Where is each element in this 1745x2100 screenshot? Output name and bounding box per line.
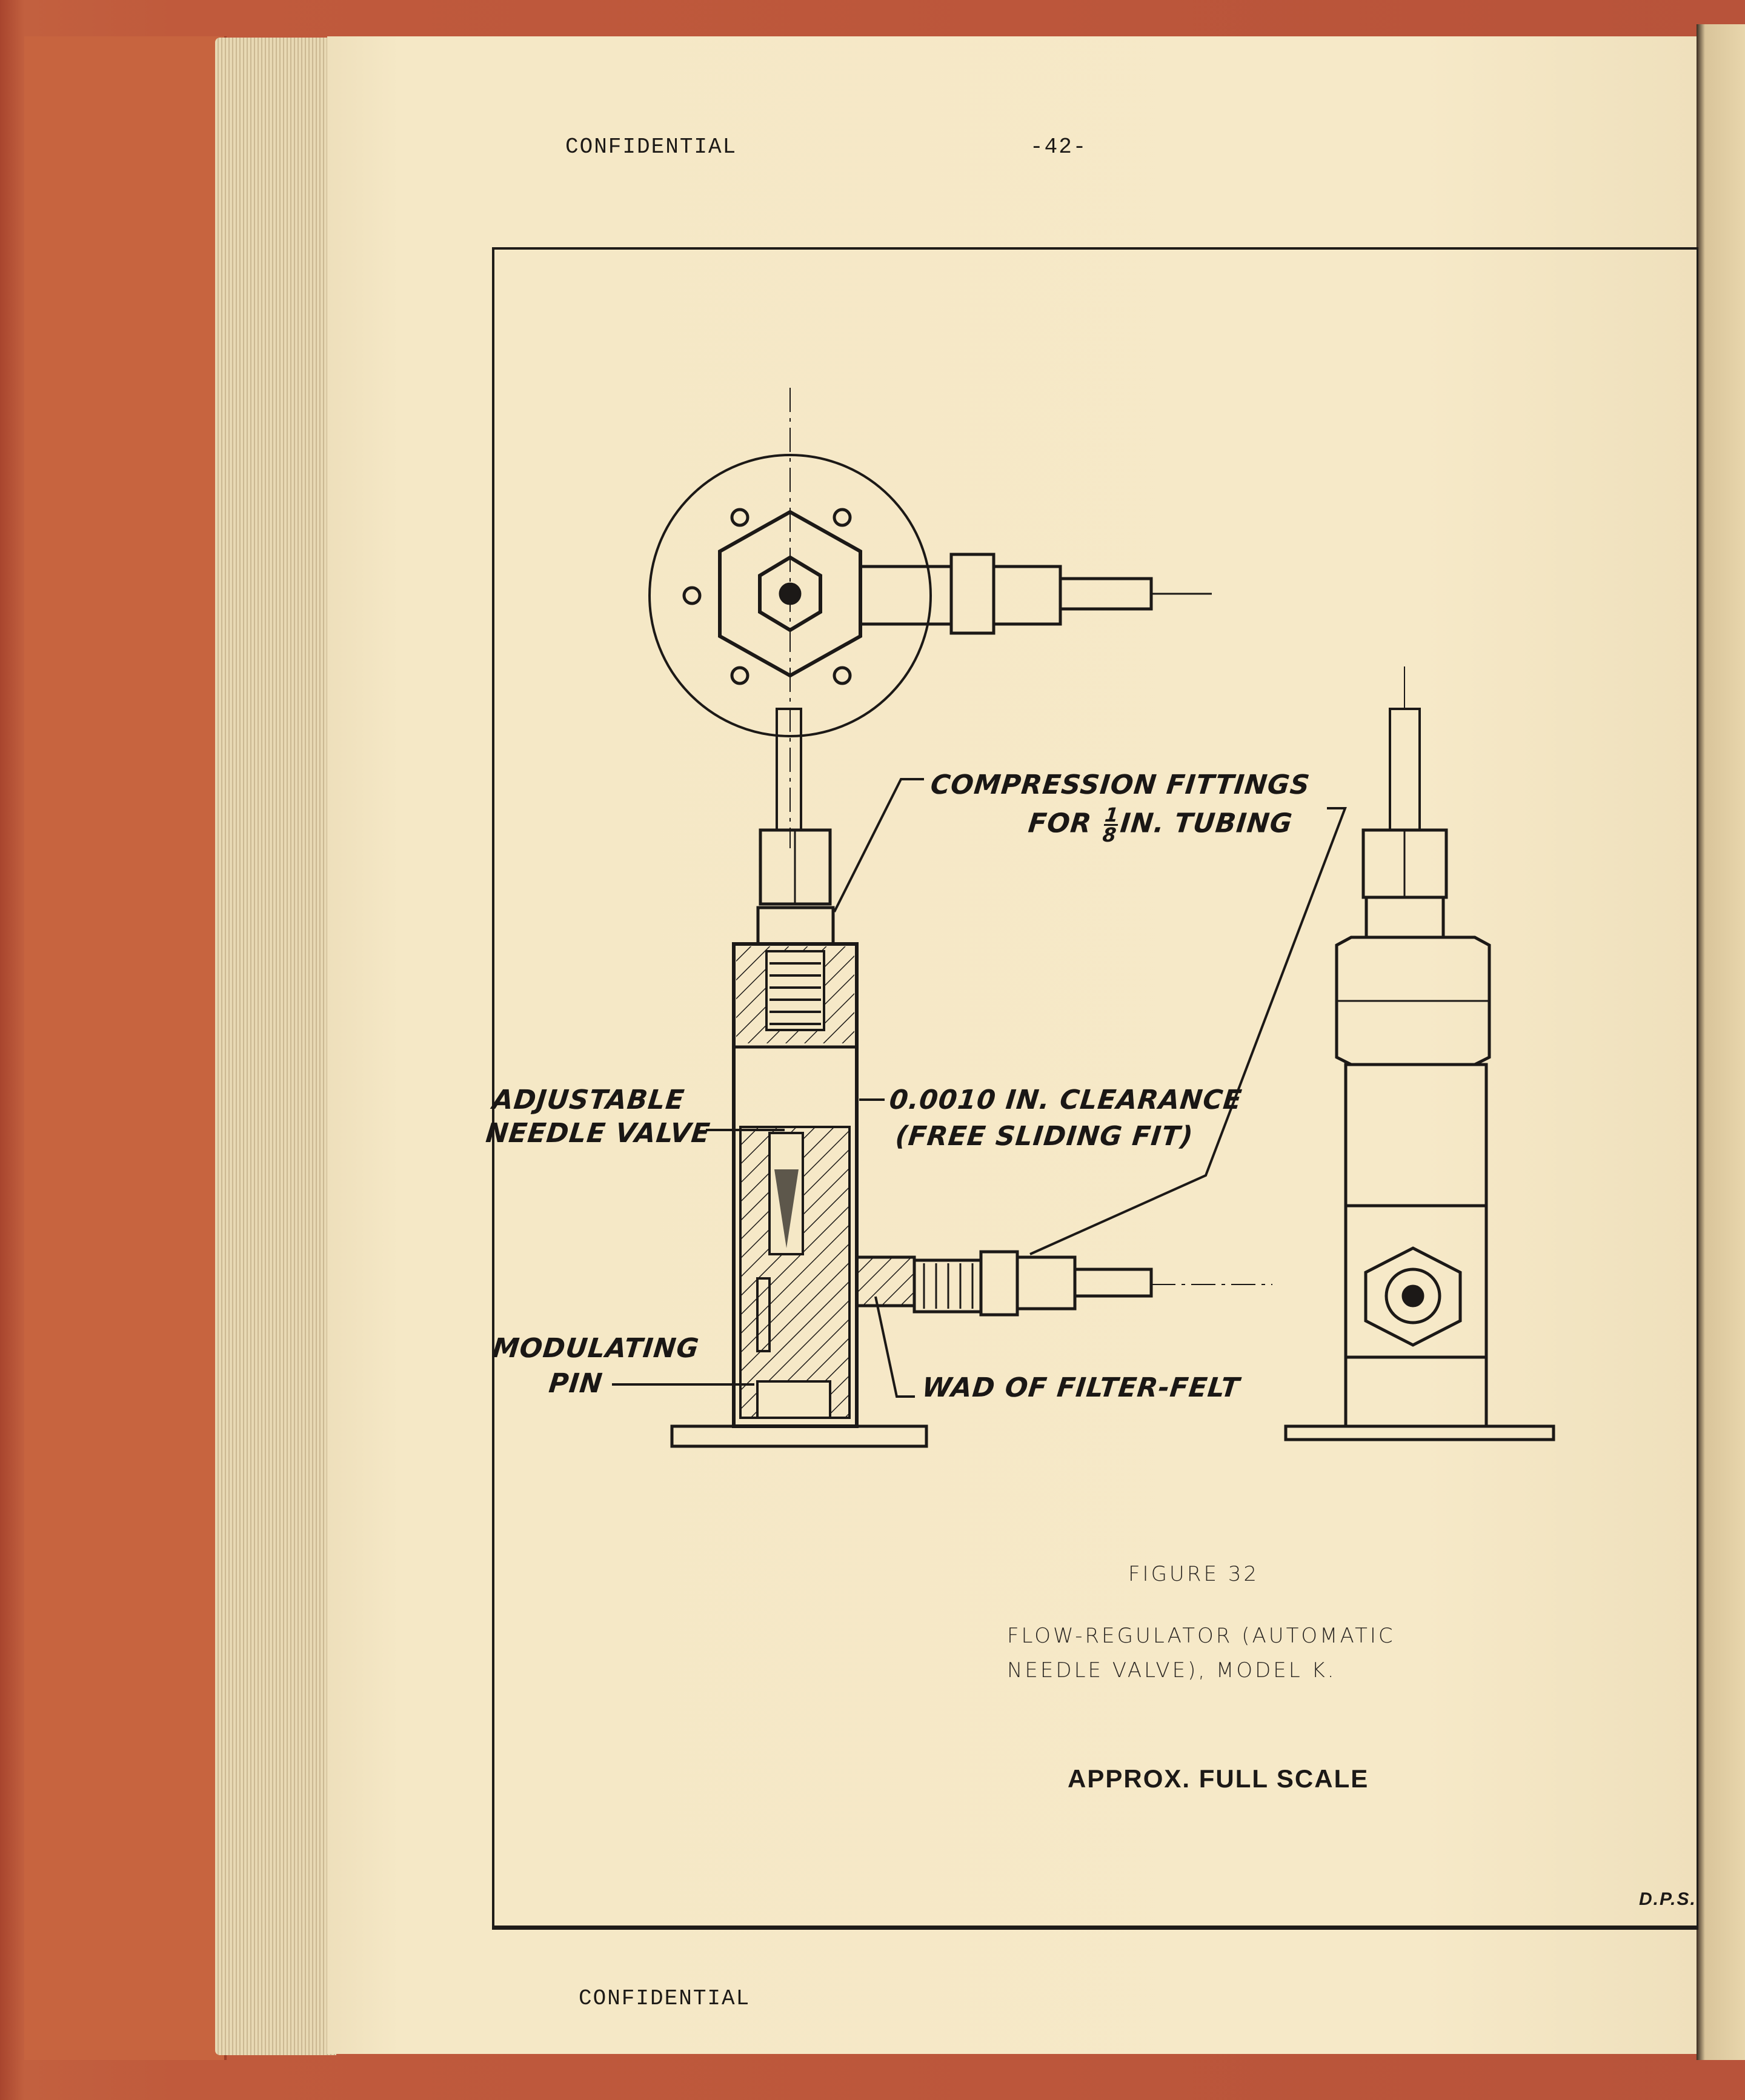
fraction-denominator: 8	[1101, 823, 1118, 846]
figure-frame	[492, 247, 1698, 1930]
label-needle-valve: NEEDLE VALVE	[484, 1118, 712, 1149]
elevation-view	[1284, 666, 1555, 1441]
section-view	[670, 708, 1272, 1448]
leader-lines	[612, 778, 1347, 1398]
document-page	[327, 36, 1697, 2054]
figure-caption-line1: FLOW-REGULATOR (AUTOMATIC	[1007, 1624, 1395, 1648]
scale-note: APPROX. FULL SCALE	[1068, 1764, 1369, 1793]
label-filter-felt: WAD OF FILTER-FELT	[920, 1372, 1241, 1403]
label-compression-fittings: COMPRESSION FITTINGS	[929, 769, 1312, 800]
label-clearance: 0.0010 IN. CLEARANCE	[888, 1085, 1244, 1115]
top-view	[648, 388, 1212, 848]
footer-classification: CONFIDENTIAL	[579, 1986, 751, 2011]
label-in-tubing: IN. TUBING	[1118, 808, 1294, 839]
page-number: -42-	[1030, 135, 1088, 159]
figure-number: FIGURE 32	[1128, 1562, 1259, 1586]
label-modulating: MODULATING	[491, 1333, 701, 1364]
label-adjustable: ADJUSTABLE	[491, 1085, 686, 1115]
draftsman-initials: D.P.S.	[1639, 1889, 1697, 1909]
label-free-sliding-fit: (FREE SLIDING FIT)	[894, 1121, 1195, 1152]
cover-board	[24, 36, 227, 2060]
figure-caption-line2: NEEDLE VALVE), MODEL K.	[1007, 1658, 1337, 1683]
label-pin: PIN	[547, 1368, 605, 1399]
page-edges	[215, 38, 336, 2055]
label-for: FOR	[1026, 808, 1094, 839]
header-classification: CONFIDENTIAL	[565, 135, 737, 159]
facing-page-edge	[1697, 24, 1745, 2060]
